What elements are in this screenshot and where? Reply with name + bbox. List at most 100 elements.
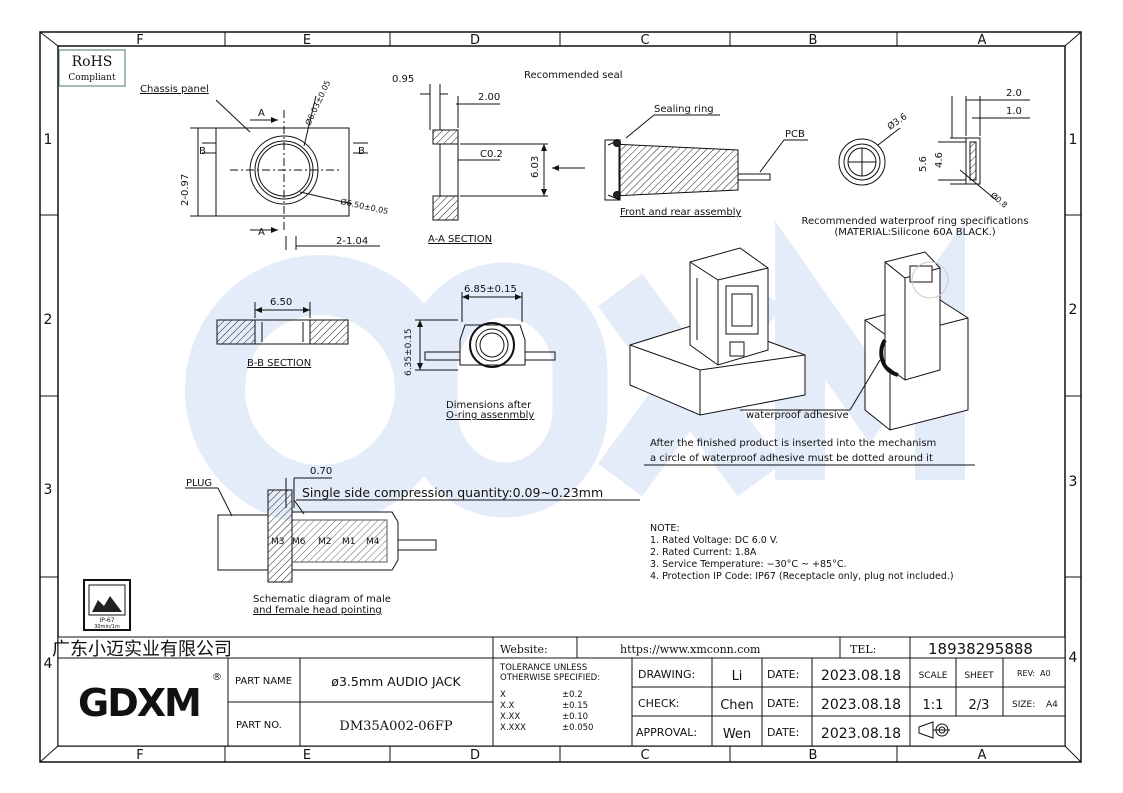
row-label-right-2: 2 xyxy=(1069,302,1078,318)
dim-ring-2-0: 2.0 xyxy=(1006,88,1022,99)
tel-number: 18938295888 xyxy=(928,640,1033,658)
isometric-view-right xyxy=(740,251,969,431)
notes-title: NOTE: xyxy=(650,523,680,534)
part-name-value: ø3.5mm AUDIO JACK xyxy=(331,674,461,689)
tol-val-1: ±0.15 xyxy=(562,701,588,711)
drawing-by: Li xyxy=(732,669,743,684)
row-label-left-4: 4 xyxy=(44,656,53,672)
tol-key-3: X.XXX xyxy=(500,723,526,733)
dim-2-104: 2-1.04 xyxy=(336,236,368,247)
size-label: SIZE: xyxy=(1012,700,1035,710)
pcb-label: PCB xyxy=(785,129,805,140)
contact-m1: M1 xyxy=(342,537,356,547)
contact-m2: M2 xyxy=(318,537,332,547)
after-insert-note-2: a circle of waterproof adhesive must be … xyxy=(650,453,933,464)
aa-section-view xyxy=(420,84,548,221)
sealing-ring-label: Sealing ring xyxy=(654,104,714,115)
dim-2-097: 2-0.97 xyxy=(180,174,191,206)
check-by: Chen xyxy=(720,698,754,713)
tol-key-1: X.X xyxy=(500,701,515,711)
date-label-2: DATE: xyxy=(767,697,799,710)
after-insert-note-1: After the finished product is inserted i… xyxy=(650,438,936,449)
sheet-label: SHEET xyxy=(964,671,994,681)
title-block xyxy=(57,636,1066,747)
svg-text:IP-67: IP-67 xyxy=(99,617,114,624)
col-label-bottom-e: E xyxy=(303,748,311,763)
tel-label: TEL: xyxy=(850,643,876,656)
contact-m4: M4 xyxy=(366,537,380,547)
dim-ring-0-8: Ø0.8 xyxy=(989,190,1010,210)
chassis-panel-view xyxy=(190,95,380,250)
rohs-badge: RoHS Compliant xyxy=(58,49,126,87)
note-3: 3. Service Temperature: −30°C ~ +85°C. xyxy=(650,559,847,570)
company-name: 广东小迈实业有限公司 xyxy=(52,639,232,660)
svg-text:®: ® xyxy=(212,672,222,683)
ip67-badge: IP-67 30min/1m xyxy=(83,579,131,631)
row-label-left-2: 2 xyxy=(44,312,53,328)
isometric-view-left xyxy=(629,247,806,416)
col-label-bottom-f: F xyxy=(136,748,143,763)
section-marker-b-right: B xyxy=(358,146,365,157)
col-label-top-b: B xyxy=(809,33,818,48)
tol-key-2: X.XX xyxy=(500,712,520,722)
date-value-2: 2023.08.18 xyxy=(821,697,901,713)
front-rear-assembly-label: Front and rear assembly xyxy=(620,207,741,218)
dims-after-label-1: Dimensions after xyxy=(446,400,532,411)
row-label-right-1: 1 xyxy=(1069,132,1078,148)
date-value-1: 2023.08.18 xyxy=(821,668,901,684)
part-name-label: PART NAME xyxy=(235,676,292,687)
col-label-top-c: C xyxy=(640,33,649,48)
gdxm-logo: GDXM ® xyxy=(78,672,222,725)
svg-text:30min/1m: 30min/1m xyxy=(94,624,120,630)
date-label-3: DATE: xyxy=(767,726,799,739)
bb-section-view xyxy=(216,302,349,345)
dim-bb-6-50: 6.50 xyxy=(270,297,292,308)
ring-spec-material: (MATERIAL:Silicone 60A BLACK.) xyxy=(834,227,995,238)
date-value-3: 2023.08.18 xyxy=(821,726,901,742)
row-label-left-1: 1 xyxy=(44,132,53,148)
dim-0-95: 0.95 xyxy=(392,74,414,85)
col-label-top-f: F xyxy=(136,33,143,48)
chassis-panel-label: Chassis panel xyxy=(140,84,209,95)
col-label-bottom-b: B xyxy=(809,748,818,763)
waterproof-ring-view xyxy=(838,96,1030,201)
note-1: 1. Rated Voltage: DC 6.0 V. xyxy=(650,535,778,546)
col-label-top-e: E xyxy=(303,33,311,48)
tolerance-title-2: OTHERWISE SPECIFIED: xyxy=(500,673,600,683)
rev-value: A0 xyxy=(1040,669,1051,678)
plug-schematic xyxy=(185,477,640,583)
dim-oring-6-35: 6.35±0.15 xyxy=(404,328,414,376)
col-label-bottom-d: D xyxy=(470,748,480,763)
note-2: 2. Rated Current: 1.8A xyxy=(650,547,757,558)
note-4: 4. Protection IP Code: IP67 (Receptacle … xyxy=(650,571,954,582)
dims-after-label-2: O-ring assenmbly xyxy=(446,410,534,421)
oring-assembly-view xyxy=(415,292,556,371)
dim-ring-4-6: 4.6 xyxy=(934,152,945,168)
tol-key-0: X xyxy=(500,690,506,700)
projection-symbol-icon xyxy=(918,721,950,739)
row-label-right-3: 3 xyxy=(1069,474,1078,490)
schematic-label-2: and female head pointing xyxy=(253,605,382,616)
check-label: CHECK: xyxy=(638,697,680,710)
tol-val-0: ±0.2 xyxy=(562,690,583,700)
dim-6-03-section: 6.03 xyxy=(530,156,541,178)
notes-block: NOTE: 1. Rated Voltage: DC 6.0 V. 2. Rat… xyxy=(650,523,954,582)
col-label-top-a: A xyxy=(978,33,987,48)
tol-val-2: ±0.10 xyxy=(562,712,588,722)
approval-label: APPROVAL: xyxy=(636,726,697,739)
dim-2-00: 2.00 xyxy=(478,92,500,103)
rev-label: REV: xyxy=(1017,669,1035,678)
row-label-left-3: 3 xyxy=(44,482,53,498)
scale-value: 1:1 xyxy=(923,698,944,713)
dim-6-03: Ø6.03±0.05 xyxy=(303,79,333,127)
recommended-seal-label: Recommended seal xyxy=(524,70,623,81)
scale-label: SCALE xyxy=(919,671,948,681)
col-label-top-d: D xyxy=(470,33,480,48)
sheet-value: 2/3 xyxy=(969,698,990,713)
size-value: A4 xyxy=(1046,700,1058,710)
website-label: Website: xyxy=(500,643,548,656)
svg-text:Compliant: Compliant xyxy=(68,73,116,83)
approval-by: Wen xyxy=(723,727,751,742)
dim-ring-3-6: Ø3.6 xyxy=(885,111,909,132)
